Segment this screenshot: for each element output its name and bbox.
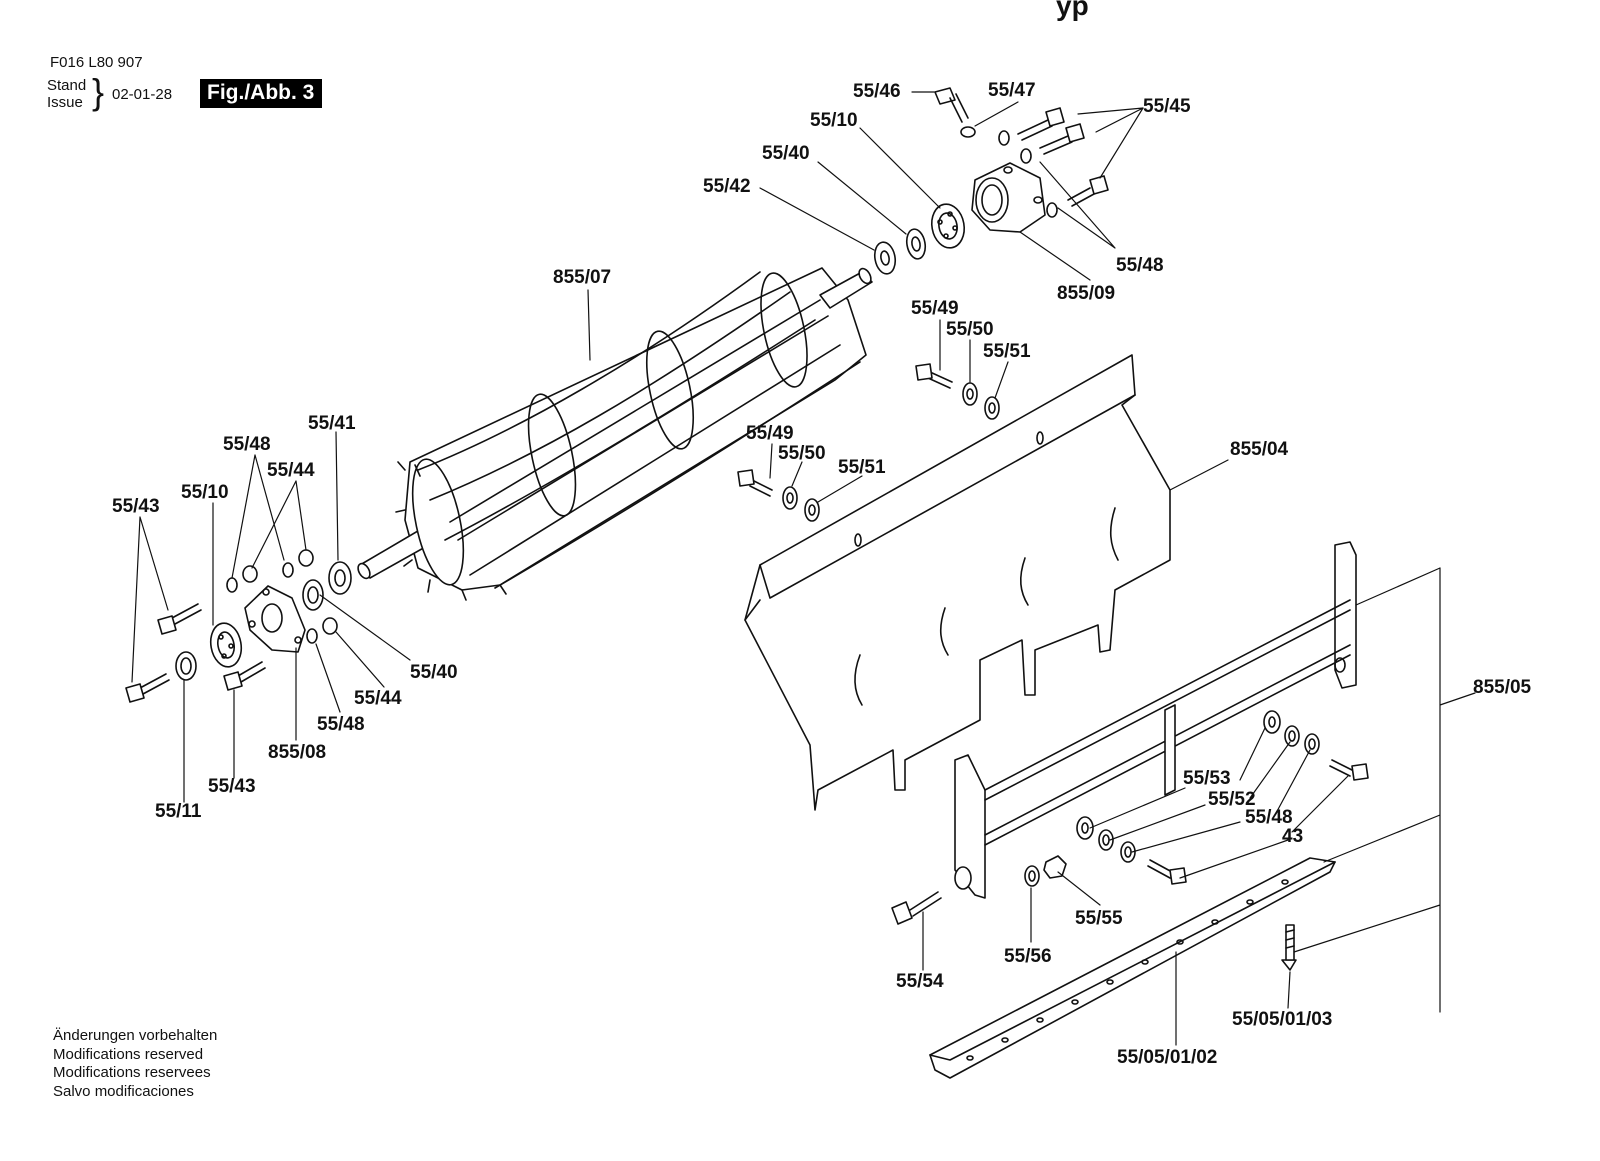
notice-line-spanish: Salvo modificaciones [53, 1082, 194, 1100]
label-855-07: 855/07 [553, 267, 611, 288]
label-55-48-lower: 55/48 [317, 714, 365, 735]
figure-label: Fig./Abb. 3 [200, 79, 323, 108]
left-washers-nuts [175, 549, 352, 681]
bearing-55-10-left [209, 622, 243, 668]
notice-line-german: Änderungen vorbehalten [53, 1027, 218, 1044]
part-labels: 55/46 55/47 55/45 55/10 55/40 55/42 55/4… [112, 80, 1532, 1068]
washers-top [873, 228, 927, 275]
screw-55-05-01-03 [1281, 924, 1297, 971]
label-55-10-left: 55/10 [181, 482, 229, 503]
label-55-51-upper: 55/51 [983, 341, 1031, 362]
flange-plate-855-08 [244, 585, 306, 653]
notice-line-french: Modifications reservees [53, 1064, 211, 1081]
left-bolts [125, 603, 266, 703]
bearing-housing-855-09 [971, 162, 1046, 233]
label-55-40-top: 55/40 [762, 143, 810, 164]
label-55-50-upper: 55/50 [946, 319, 994, 340]
label-55-49-upper: 55/49 [911, 298, 959, 319]
label-55-44-upper: 55/44 [267, 460, 315, 481]
bed-knife-55-05-01-02 [929, 857, 1336, 1079]
label-55-45: 55/45 [1143, 96, 1191, 117]
cropped-title-fragment: yp [1056, 0, 1089, 21]
reel-cylinder-855-07 [357, 267, 873, 601]
label-55-52: 55/52 [1208, 789, 1256, 810]
mid-hardware [737, 363, 1000, 522]
label-55-10-top: 55/10 [810, 110, 858, 131]
label-855-04: 855/04 [1230, 439, 1289, 460]
label-55-55: 55/55 [1075, 908, 1123, 929]
label-55-11: 55/11 [155, 801, 202, 822]
frame-hardware [891, 710, 1369, 925]
label-55-05-01-02: 55/05/01/02 [1117, 1047, 1217, 1068]
label-55-51-lower: 55/51 [838, 457, 886, 478]
label-55-49-lower: 55/49 [746, 423, 794, 444]
label-55-05-01-03: 55/05/01/03 [1232, 1009, 1332, 1030]
label-855-09: 855/09 [1057, 283, 1115, 304]
label-55-47: 55/47 [988, 80, 1036, 101]
label-55-40-lower: 55/40 [410, 662, 458, 683]
issue-label: Issue [47, 94, 83, 111]
label-55-46: 55/46 [853, 81, 901, 102]
leader-lines [131, 91, 1476, 1046]
label-55-48-frame: 55/48 [1245, 807, 1293, 828]
label-55-41: 55/41 [308, 413, 356, 434]
label-55-48-top: 55/48 [1116, 255, 1164, 276]
modifications-notice: Änderungen vorbehalten Modifications res… [53, 1027, 217, 1101]
label-55-54: 55/54 [896, 971, 944, 992]
label-55-48-left: 55/48 [223, 434, 271, 455]
bolts-top [934, 87, 1109, 218]
label-55-43-upper: 55/43 [112, 496, 160, 517]
label-55-50-lower: 55/50 [778, 443, 826, 464]
label-55-53: 55/53 [1183, 768, 1231, 789]
label-55-42: 55/42 [703, 176, 751, 197]
label-855-05: 855/05 [1473, 677, 1532, 698]
label-55-44-lower: 55/44 [354, 688, 402, 709]
notice-line-english: Modifications reserved [53, 1045, 204, 1063]
frame-855-05 [954, 541, 1357, 899]
document-code: F016 L80 907 [50, 54, 143, 71]
label-55-56: 55/56 [1004, 946, 1052, 967]
bottom-plate-855-04 [744, 354, 1171, 811]
label-855-08: 855/08 [268, 742, 326, 763]
bearing-55-10-top [930, 203, 966, 249]
stand-issue-labels: Stand Issue [47, 77, 86, 111]
label-55-43-lower: 55/43 [208, 776, 256, 797]
stand-label: Stand [47, 77, 87, 94]
brace-glyph: } [92, 71, 105, 112]
label-43: 43 [1282, 826, 1303, 847]
issue-date: 02-01-28 [112, 86, 173, 103]
